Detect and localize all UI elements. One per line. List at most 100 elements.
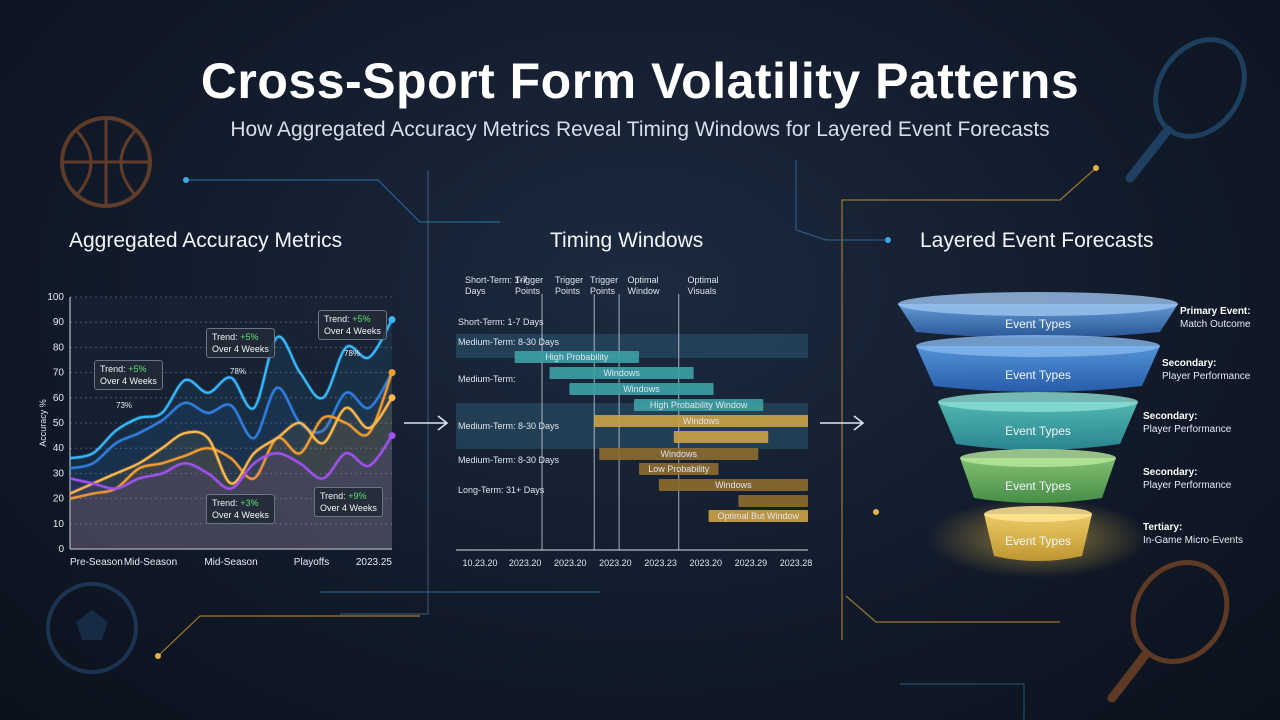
x-tick-label: 2023.29 [735,558,768,568]
timing-bar-label: High Probability [545,352,609,362]
page-title: Cross-Sport Form Volatility Patterns [200,53,1080,109]
timing-row-label: Medium-Term: 8-30 Days [458,421,560,431]
annotation-value: 73% [116,401,133,410]
annotation-value: 78% [344,349,361,358]
x-tick-label: 2023.20 [509,558,542,568]
y-tick-label: 40 [53,443,65,454]
funnel-side-label: Secondary: Player Performance [1162,357,1250,383]
timing-row-label: Medium-Term: 8-30 Days [458,337,560,347]
funnel-layer-label: Event Types [1005,534,1071,548]
tennis-racket-icon [1125,37,1247,183]
trend-annotation-4: Trend: +3% Over 4 Weeks [206,494,275,524]
flow-arrow-icon [404,415,449,431]
annotation-change: +5% [240,332,259,342]
series-area [70,319,392,549]
timing-window-bar [599,448,759,460]
annotation-label: Trend: [212,498,241,508]
timing-bar-label: Windows [603,368,640,378]
funnel-layer-1 [898,292,1178,338]
annotation-change: +5% [128,364,147,374]
side-subtitle: Player Performance [1143,480,1232,491]
timing-bar-label: Windows [623,384,660,394]
timing-window-bar [708,510,808,522]
x-tick-label: Pre-Season [70,557,123,568]
series-line [69,434,393,490]
series-area [70,372,392,549]
funnel-side-label: Primary Event: Match Outcome [1180,305,1251,331]
side-subtitle: Player Performance [1143,424,1232,435]
timing-window-bar [549,367,694,379]
annotation-period: Over 4 Weeks [324,326,381,336]
timing-window-bar [634,399,764,411]
side-title: Secondary: [1143,411,1198,422]
y-tick-label: 50 [53,418,65,429]
annotation-change: +9% [348,491,367,501]
funnel-layer-4 [960,449,1116,503]
side-subtitle: Player Performance [1162,371,1251,382]
timing-row-label: Short-Term: 1-7 Days [458,317,544,327]
y-tick-label: 60 [53,393,65,404]
x-tick-label: 2023.20 [599,558,632,568]
annotation-value: 78% [230,367,247,376]
funnel-layer-label: Event Types [1005,368,1071,382]
y-tick-label: 100 [47,292,64,303]
side-title: Primary Event: [1180,306,1251,317]
forecast-funnel [898,292,1178,578]
x-tick-label: 2023.20 [689,558,722,568]
page-subtitle: How Aggregated Accuracy Metrics Reveal T… [230,118,1050,141]
funnel-layer-label: Event Types [1005,479,1071,493]
x-tick-label: 2023.28 [780,558,813,568]
timing-bar-label: Windows [715,480,752,490]
section-title-timing: Timing Windows [550,229,704,252]
side-title: Secondary: [1162,358,1217,369]
funnel-layer-2 [916,335,1160,392]
x-tick-label: Playoffs [294,557,329,568]
y-tick-label: 90 [53,317,65,328]
trend-annotation-1: Trend: +5% Over 4 Weeks [94,360,163,390]
timing-window-bar [569,383,714,395]
annotation-change: +3% [240,498,259,508]
y-axis-label: Accuracy % [38,399,48,447]
timing-window-bar [514,351,639,363]
timing-window-bar [594,415,808,427]
series-area [70,435,392,549]
flow-arrow-icon [820,415,865,431]
series-line [69,397,393,495]
side-subtitle: Match Outcome [1180,319,1251,330]
timing-window-bar [658,479,808,491]
annotation-label: Trend: [320,491,349,501]
y-tick-label: 30 [53,468,65,479]
x-tick-label: 2023.23 [644,558,677,568]
timing-bar-label: Windows [683,416,720,426]
funnel-layer-label: Event Types [1005,317,1071,331]
series-end-point [388,394,396,402]
soccer-ball-icon [46,582,138,674]
basketball-icon [60,116,152,208]
annotation-period: Over 4 Weeks [212,510,269,520]
series-area [70,372,392,549]
y-tick-label: 20 [53,494,65,505]
x-tick-label: 2023.25 [356,557,393,568]
funnel-layer-label: Event Types [1005,424,1071,438]
x-tick-label: 10.23.20 [462,558,497,568]
annotation-period: Over 4 Weeks [100,376,157,386]
timing-bar-label: Low Probability [648,464,710,474]
timing-row-label: Long-Term: 31+ Days [458,485,545,495]
timing-bar-label: Windows [660,449,697,459]
section-title-forecasts: Layered Event Forecasts [920,229,1154,252]
funnel-side-label: Secondary: Player Performance [1143,410,1231,436]
series-end-point [388,369,396,377]
circuit-lines [155,160,1099,720]
side-title: Tertiary: [1143,522,1183,533]
y-tick-label: 70 [53,368,65,379]
side-subtitle: In-Game Micro-Events [1143,535,1244,546]
timing-row-label: Medium-Term: 8-30 Days [458,455,560,465]
series-line [69,319,393,460]
